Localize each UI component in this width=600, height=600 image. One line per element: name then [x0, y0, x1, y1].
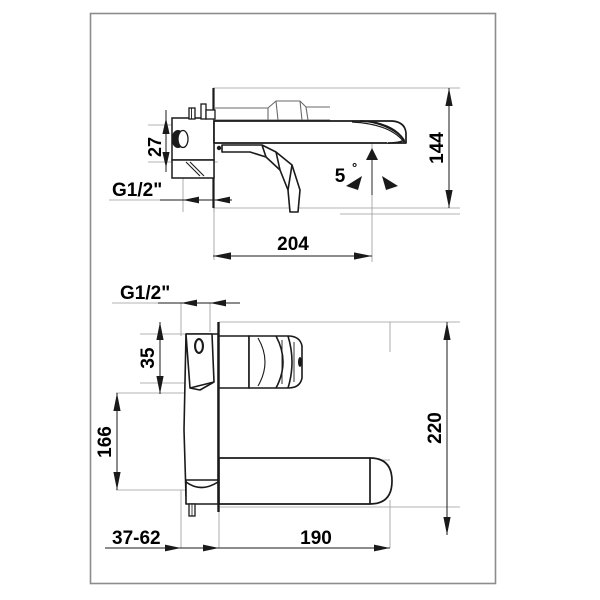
dimension-5-label: 5	[335, 166, 346, 187]
view-front-elevation: G1/2" 35 166 220 37-6	[95, 283, 460, 552]
cartridge-oval-front	[194, 338, 204, 354]
dimension-27: 27	[145, 110, 170, 172]
valve-side-knob	[171, 129, 189, 149]
dimension-220-label: 220	[425, 412, 446, 444]
dimension-27-label: 27	[145, 137, 165, 157]
dimension-144-label: 144	[427, 132, 448, 164]
dimension-g12-top: G1/2"	[112, 180, 232, 204]
degree-symbol: °	[352, 160, 357, 175]
dimension-5-degrees: 5 °	[335, 148, 398, 195]
dimension-204-label: 204	[277, 234, 309, 255]
dimension-g12-bottom-label: G1/2"	[120, 283, 170, 304]
view-side-elevation: 27 G1/2" 204 144	[109, 87, 460, 262]
bottom-nipple-front	[188, 503, 196, 517]
escutcheon-front	[218, 335, 250, 389]
spout-body	[213, 120, 407, 144]
dimension-g12-top-label: G1/2"	[112, 180, 162, 201]
lever-handle-side	[221, 144, 301, 213]
dimension-37-62: 37-62	[105, 528, 230, 552]
dimension-144: 144	[427, 88, 453, 208]
drawing-frame-border	[89, 12, 497, 585]
spout-front	[218, 457, 393, 505]
dimension-204: 204	[213, 234, 372, 260]
valve-nipples	[188, 103, 216, 120]
spout-nose-detail	[351, 120, 406, 143]
dimension-37-62-label: 37-62	[112, 528, 161, 549]
dimension-166: 166	[95, 393, 121, 490]
dimension-35: 35	[138, 322, 164, 394]
valve-body-side	[171, 117, 215, 179]
dimension-166-label: 166	[95, 426, 116, 458]
handle-indicator-dot	[298, 357, 302, 367]
lever-pivot-dot	[216, 145, 222, 151]
handle-knob-front	[248, 335, 303, 389]
dimension-190-label: 190	[300, 528, 332, 549]
spout-rear-outline	[214, 100, 330, 121]
dimension-35-label: 35	[138, 347, 159, 369]
dimension-g12-bottom: G1/2"	[120, 283, 240, 307]
dimension-190: 190	[219, 528, 390, 552]
lever-body-front	[183, 333, 219, 505]
dimension-220: 220	[425, 322, 451, 535]
